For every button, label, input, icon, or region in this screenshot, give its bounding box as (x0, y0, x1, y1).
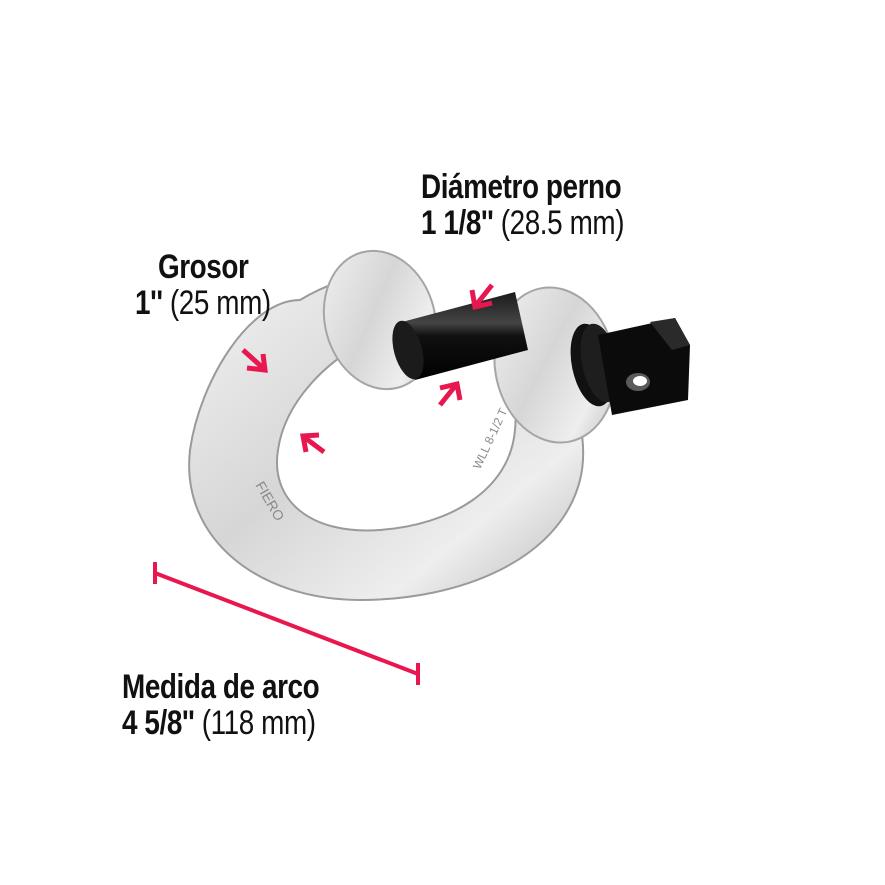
thickness-value: 1'' (25 mm) (135, 283, 271, 322)
arc-size-value: 4 5/8'' (118 mm) (122, 703, 319, 742)
pin-diameter-metric: (28.5 mm) (500, 203, 625, 242)
thickness-imperial: 1'' (135, 283, 163, 322)
pin-arrow-top (469, 283, 494, 311)
thickness-label: Grosor 1'' (25 mm) (135, 248, 301, 322)
pin-arrow-bottom (438, 380, 463, 407)
shackle-pin (392, 292, 690, 415)
thickness-metric: (25 mm) (169, 283, 271, 322)
arc-size-metric: (118 mm) (201, 703, 316, 742)
arc-size-label: Medida de arco 4 5/8'' (118 mm) (122, 668, 363, 742)
pin-diameter-title: Diámetro perno (421, 168, 622, 206)
thickness-title: Grosor (157, 248, 249, 286)
arc-size-imperial: 4 5/8'' (122, 703, 195, 742)
stamp-wll: WLL 8-1/2 T (470, 406, 511, 472)
arc-dimension-line (153, 562, 420, 685)
arc-size-title: Medida de arco (122, 668, 320, 706)
pin-diameter-label: Diámetro perno 1 1/8'' (28.5 mm) (421, 168, 669, 242)
pin-diameter-imperial: 1 1/8'' (421, 203, 494, 242)
thickness-arrow-inner (300, 432, 326, 454)
pin-diameter-value: 1 1/8'' (28.5 mm) (421, 203, 625, 242)
thickness-arrow-outer (241, 348, 268, 373)
